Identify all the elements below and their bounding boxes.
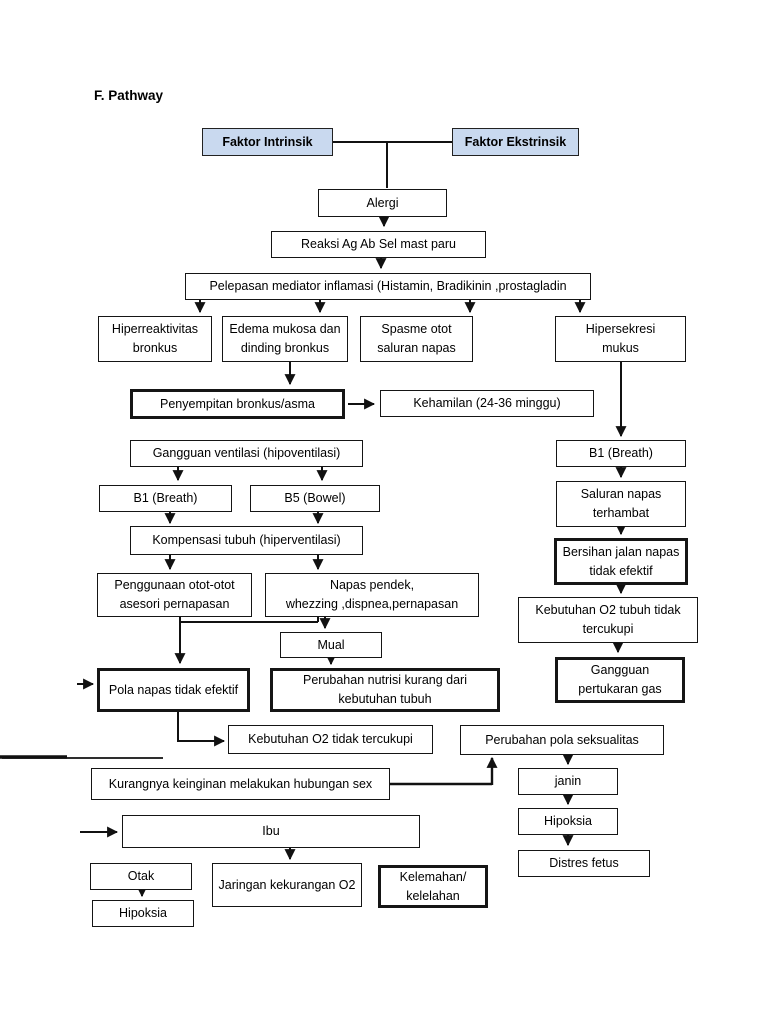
node-saluran-napas-terhambat: Saluran napas terhambat [556, 481, 686, 527]
node-napas-pendek-line2: whezzing ,dispnea,pernapasan [285, 597, 459, 611]
node-gangguan-ventilasi: Gangguan ventilasi (hipoventilasi) [130, 440, 363, 467]
node-penyempitan-bronkus: Penyempitan bronkus/asma [130, 389, 345, 419]
node-janin: janin [518, 768, 618, 795]
node-b1-breath-right: B1 (Breath) [556, 440, 686, 467]
node-faktor-ekstrinsik: Faktor Ekstrinsik [452, 128, 579, 156]
node-hipoksia-ibu: Hipoksia [92, 900, 194, 927]
node-hiperreaktivitas-bronkus: Hiperreaktivitas bronkus [98, 316, 212, 362]
node-perubahan-pola-seksualitas: Perubahan pola seksualitas [460, 725, 664, 755]
node-b5-bowel: B5 (Bowel) [250, 485, 380, 512]
node-pola-napas-tidak-efektif: Pola napas tidak efektif [97, 668, 250, 712]
node-napas-pendek: Napas pendek, whezzing ,dispnea,pernapas… [265, 573, 479, 617]
node-gangguan-pertukaran-gas: Gangguan pertukaran gas [555, 657, 685, 703]
node-kelemahan-kelelahan: Kelemahan/ kelelahan [378, 865, 488, 908]
node-pelepasan-mediator: Pelepasan mediator inflamasi (Histamin, … [185, 273, 591, 300]
node-kehamilan: Kehamilan (24-36 minggu) [380, 390, 594, 417]
node-ibu: Ibu [122, 815, 420, 848]
node-napas-pendek-line1: Napas pendek, [329, 578, 415, 593]
node-faktor-intrinsik: Faktor Intrinsik [202, 128, 333, 156]
node-kebutuhan-o2-tidak-tercukupi: Kebutuhan O2 tidak tercukupi [228, 725, 433, 754]
node-kompensasi-tubuh: Kompensasi tubuh (hiperventilasi) [130, 526, 363, 555]
node-hipoksia-janin: Hipoksia [518, 808, 618, 835]
node-jaringan-kekurangan-o2: Jaringan kekurangan O2 [212, 863, 362, 907]
node-perubahan-nutrisi: Perubahan nutrisi kurang dari kebutuhan … [270, 668, 500, 712]
node-otak: Otak [90, 863, 192, 890]
node-hipersekresi-mukus: Hipersekresi mukus [555, 316, 686, 362]
node-edema-mukosa: Edema mukosa dan dinding bronkus [222, 316, 348, 362]
page-title: F. Pathway [94, 88, 164, 103]
node-alergi: Alergi [318, 189, 447, 217]
node-bersihan-jalan-napas: Bersihan jalan napas tidak efektif [554, 538, 688, 585]
node-penggunaan-otot: Penggunaan otot-otot asesori pernapasan [97, 573, 252, 617]
node-kebutuhan-o2-tubuh: Kebutuhan O2 tubuh tidak tercukupi [518, 597, 698, 643]
node-b1-breath-left: B1 (Breath) [99, 485, 232, 512]
node-mual: Mual [280, 632, 382, 658]
node-kurangnya-keinginan: Kurangnya keinginan melakukan hubungan s… [91, 768, 390, 800]
node-distres-fetus: Distres fetus [518, 850, 650, 877]
node-reaksi-ag-ab: Reaksi Ag Ab Sel mast paru [271, 231, 486, 258]
node-spasme-otot: Spasme otot saluran napas [360, 316, 473, 362]
